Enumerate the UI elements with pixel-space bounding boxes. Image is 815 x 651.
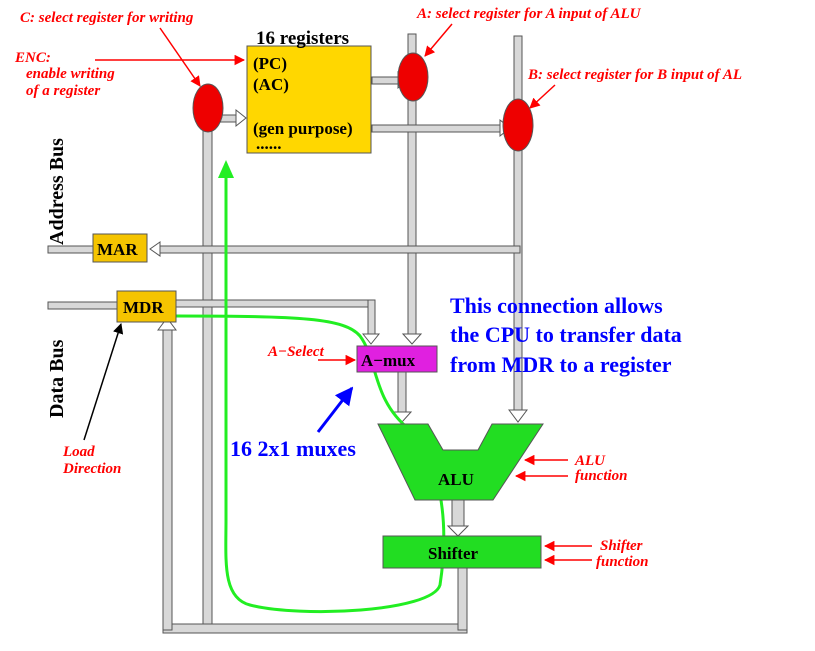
decoder-c [192,83,224,133]
load-direction-label-2: Direction [62,461,121,477]
load-direction-label-1: Load [62,444,95,460]
alu-label: ALU [438,470,474,489]
note-line-1: This connection allows [450,293,663,318]
enc-label-1: ENC: [14,50,51,66]
register-pc: (PC) [253,54,287,73]
alu-function-label-1: ALU [574,453,606,469]
b-select-alu-arrow [529,84,556,109]
enc-label-2: enable writing [26,66,115,82]
mdr-box: MDR [116,290,177,323]
alu-function-label-2: function [575,468,628,484]
note-line-3: from MDR to a register [450,352,672,377]
load-direction-arrow [83,322,124,441]
amux-label: A−mux [361,351,416,370]
mdr-label: MDR [123,298,164,317]
enc-label-3: of a register [26,83,100,99]
address-bus-label: Address Bus [46,138,68,245]
register-ac: (AC) [253,75,289,94]
shifter-function-label-1: Shifter [600,538,643,554]
register-dots: ...... [256,134,282,153]
c-select-arrow [159,27,201,87]
muxes-label: 16 2x1 muxes [230,436,356,461]
c-select-label: C: select register for writing [20,10,194,26]
amux-box: A−mux [356,345,438,373]
green-transfer-path [175,175,446,614]
register-gen: (gen purpose) [253,119,353,138]
register-file: 16 registers (PC) (AC) (gen purpose) ...… [246,28,372,154]
shifter-box: Shifter [382,535,542,569]
note-line-2: the CPU to transfer data [450,322,682,347]
alu-shape: ALU [377,423,544,501]
a-select-alu-label: A: select register for A input of ALU [416,6,642,22]
muxes-arrow [316,386,354,433]
b-select-alu-label: B: select register for B input of AL [527,67,742,83]
a-select-alu-arrow [424,23,453,57]
a-select-label: A−Select [267,344,325,360]
mar-box: MAR [92,233,148,263]
shifter-function-label-2: function [596,554,649,570]
decoder-b [502,98,534,152]
green-arrowhead [218,160,234,178]
shifter-label: Shifter [428,544,479,563]
registers-title: 16 registers [256,28,349,49]
bus-lines [47,33,523,634]
decoder-a [397,52,429,102]
data-bus-label: Data Bus [46,339,68,418]
mar-label: MAR [97,240,138,259]
